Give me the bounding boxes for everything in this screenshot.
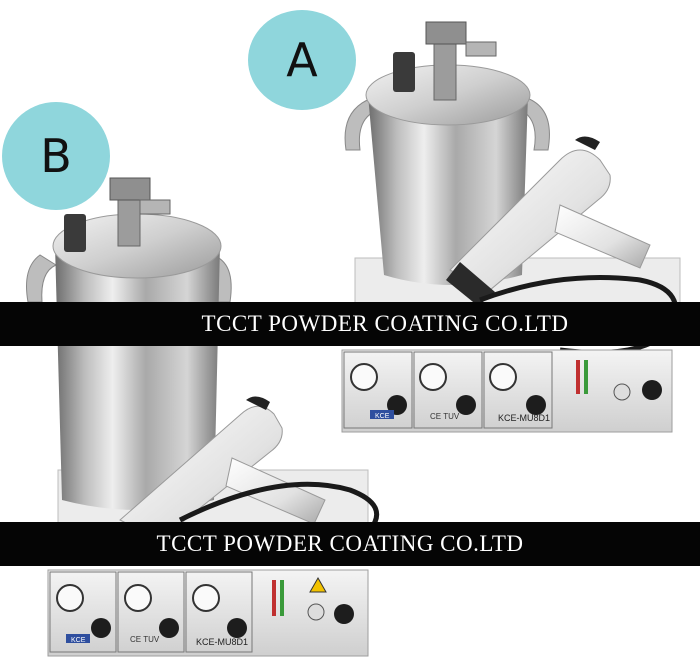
- panel-a-cert: CE TUV: [430, 412, 460, 421]
- panel-b-section-2: [117, 571, 185, 653]
- unit-a-connector: [425, 21, 467, 45]
- panel-b-section-3: [185, 571, 253, 653]
- panel-b-brand: KCE: [71, 637, 86, 644]
- panel-a-meter-2: [584, 360, 588, 394]
- panel-a-section-1: [343, 351, 413, 429]
- panel-b-model: KCE-MU8D1: [196, 637, 248, 647]
- panel-b-section-1: [49, 571, 117, 653]
- label-b-badge: B: [2, 102, 110, 210]
- unit-b-air-fitting: [117, 195, 141, 247]
- unit-b-powder-outlet: [64, 214, 86, 252]
- unit-b: [26, 177, 380, 541]
- panel-b-knob-2: [159, 618, 179, 638]
- panel-a-brand-plate: [370, 410, 394, 419]
- panel-b-gauge-2: [124, 584, 152, 612]
- panel-b-knob-1: [91, 618, 111, 638]
- unit-a-side-port: [465, 41, 497, 57]
- unit-b-handle-left: [26, 254, 58, 303]
- company-banner-top: TCCT POWDER COATING CO.LTD: [0, 302, 700, 346]
- panel-a-dial: [613, 383, 631, 401]
- panel-a-gauge-1: [350, 363, 378, 391]
- unit-b-side-port: [139, 199, 171, 215]
- panel-b-meter-2: [280, 580, 284, 616]
- panel-b-meter-1: [272, 580, 276, 616]
- panel-a-brand: KCE: [375, 413, 390, 420]
- label-a-badge: A: [248, 10, 356, 110]
- panel-a-model: KCE-MU8D1: [498, 413, 550, 423]
- panel-a-section-2: [413, 351, 483, 429]
- panel-a-section-3: [483, 351, 553, 429]
- control-panel-b: KCE CE TUV KCE-MU8D1: [47, 569, 369, 657]
- unit-b-hose: [178, 481, 380, 532]
- panel-b-warning-icon: [309, 576, 327, 593]
- unit-a: [344, 21, 681, 355]
- panel-a-gauge-2: [419, 363, 447, 391]
- company-banner-bottom: TCCT POWDER COATING CO.LTD: [0, 522, 700, 566]
- panel-b-power-knob: [334, 604, 354, 624]
- panel-a-power-knob: [642, 380, 662, 400]
- unit-a-air-fitting: [433, 39, 457, 101]
- panel-a-meter-1: [576, 360, 580, 394]
- unit-a-powder-outlet: [393, 52, 415, 92]
- unit-a-spray-gun: [446, 136, 651, 306]
- panel-b-dial: [307, 603, 325, 621]
- panel-b-gauge-3: [192, 584, 220, 612]
- unit-b-connector: [109, 177, 151, 201]
- panel-b-gauge-1: [56, 584, 84, 612]
- panel-b-brand-plate: [66, 634, 90, 643]
- control-panel-a: KCE CE TUV KCE-MU8D1: [341, 349, 673, 433]
- panel-b-cert: CE TUV: [130, 635, 160, 644]
- panel-b-knob-3: [227, 618, 247, 638]
- panel-a-knob-2: [456, 395, 476, 415]
- panel-a-gauge-3: [489, 363, 517, 391]
- panel-a-knob-3: [526, 395, 546, 415]
